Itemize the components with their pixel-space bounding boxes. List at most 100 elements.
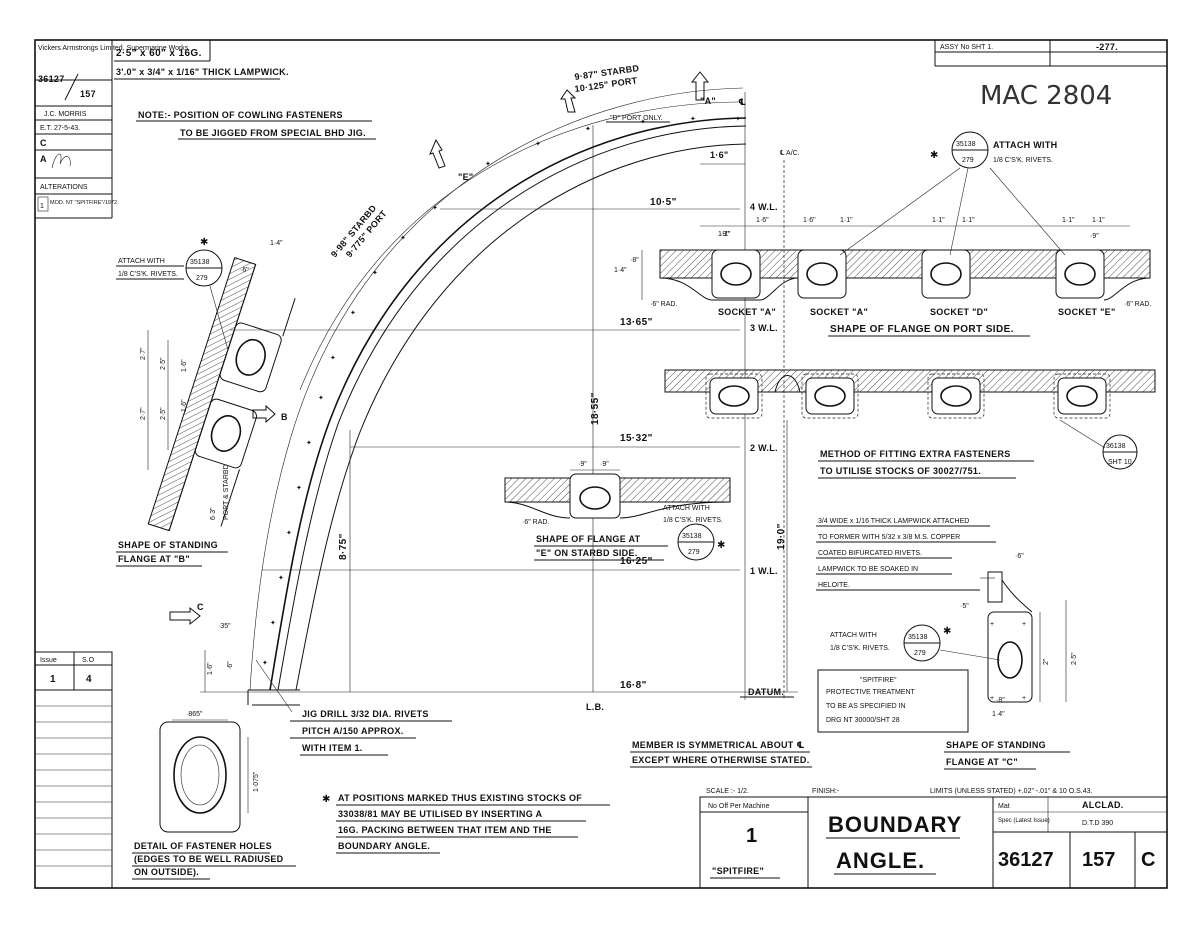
finish-label: FINISH:- [812, 788, 840, 795]
dim-1-4-c: 1·4" [992, 711, 1005, 718]
flange-c-caption-2: FLANGE AT "C" [946, 757, 1018, 767]
alterations-label: ALTERATIONS [40, 184, 88, 191]
svg-text:✦: ✦ [318, 394, 324, 402]
balloon-top-1: 35138 [956, 141, 976, 148]
assy-label: ASSY No SHT 1. [940, 44, 993, 51]
dim-15-32: 15·32" [620, 433, 653, 444]
port-flange-caption: SHAPE OF FLANGE ON PORT SIDE. [830, 324, 1014, 335]
dim-09-b: ·9" [1090, 233, 1099, 240]
port-flange-view: 1·1" 1·6" 1·6" 1·1" 1·1" 1·1" 1·1" 1·1" … [614, 217, 1151, 337]
dim-10-5: 10·5" [650, 197, 677, 208]
dim-35: ·35" [218, 623, 231, 630]
dim-2-7-b1: 2·7" [140, 347, 147, 360]
dim-1-6-lower: 1·6" [207, 662, 214, 675]
issue-label: Issue [40, 657, 57, 664]
dim-6rad-right: ·6" RAD. [1124, 301, 1151, 308]
drawn-by: J.C. MORRIS [44, 111, 87, 118]
socket-e-label: SOCKET "E" [1058, 307, 1116, 317]
balloon-bottom-1: 279 [962, 157, 974, 164]
cowling-note-1: NOTE:- POSITION OF COWLING FASTENERS [138, 110, 343, 120]
svg-text:✱: ✱ [322, 794, 331, 805]
svg-text:✱: ✱ [200, 237, 209, 248]
dim-09-e2: ·9" [600, 461, 609, 468]
svg-text:✱: ✱ [717, 540, 726, 551]
dim-1-1-c: 1·1" [932, 217, 945, 224]
jig-note-3: WITH ITEM 1. [302, 743, 363, 753]
flange-c-view: + + + + ·6" ·5" 2" 2·5" ·8" 1·4" ATTACH … [830, 553, 1078, 770]
d-port-only: "D" PORT ONLY. [610, 115, 663, 122]
dim-19-0: 19·0" [776, 523, 787, 550]
svg-text:✦: ✦ [306, 439, 312, 447]
jig-note-1: JIG DRILL 3/32 DIA. RIVETS [302, 709, 429, 719]
cowling-note: NOTE:- POSITION OF COWLING FASTENERS TO … [136, 110, 376, 140]
top-right-header: ASSY No SHT 1. -277. MAC 2804 [934, 40, 1167, 111]
stocks-note-3: 16G. PACKING BETWEEN THAT ITEM AND THE [338, 825, 552, 835]
section-arrow-c [169, 606, 201, 626]
machine-name: "SPITFIRE" [712, 866, 764, 876]
dim-1-4-b: 1·4" [270, 240, 283, 247]
dim-16-25: 16·25" [620, 556, 653, 567]
title-block: SCALE :- 1/2. FINISH:- LIMITS (UNLESS ST… [699, 788, 1168, 889]
flange-b-caption-1: SHAPE OF STANDING [118, 540, 218, 550]
top-right-number: -277. [1096, 42, 1118, 52]
port-starbd-label: PORT & STARBD [223, 464, 230, 520]
symmetrical-note: MEMBER IS SYMMETRICAL ABOUT ℄ EXCEPT WHE… [630, 740, 812, 768]
dim-1-1-d: 1·1" [962, 217, 975, 224]
svg-text:+: + [990, 695, 994, 702]
issue-letter: C [1141, 849, 1155, 871]
dim-1-1-e: 1·1" [1062, 217, 1075, 224]
prot-note-1: "SPITFIRE" [860, 677, 897, 684]
symmetrical-note-2: EXCEPT WHERE OTHERWISE STATED. [632, 755, 810, 765]
svg-text:✦: ✦ [585, 125, 591, 133]
dim-2-5-b1: 2·5" [160, 357, 167, 370]
waterline-1: 1 W.L. [750, 566, 778, 576]
svg-text:✦: ✦ [350, 309, 356, 317]
issue-table: Issue S.O 1 4 [34, 651, 113, 889]
issue-value: 1 [50, 674, 56, 685]
company-name: Vickers Armstrongs Limited, Supermarine … [38, 45, 189, 52]
waterline-3: 3 W.L. [750, 323, 778, 333]
dim-2-7-b2: 2·7" [140, 407, 147, 420]
section-arrow-d [560, 89, 577, 113]
stocks-note-1: AT POSITIONS MARKED THUS EXISTING STOCKS… [338, 793, 582, 803]
balloon-top-b: 35138 [190, 259, 210, 266]
svg-text:✦: ✦ [735, 115, 741, 123]
boundary-angle-curve: ✦ ✦ ✦ ✦ ✦ ✦ ✦ ✦ ✦ ✦ ✦ ✦ ✦ ✦ ✦ ✦ ✦ ✦ [247, 87, 747, 706]
dim-08-c: ·8" [996, 697, 1005, 704]
svg-text:+: + [1022, 695, 1026, 702]
dim-18-55: 18·55" [590, 392, 601, 425]
method-note-1: METHOD OF FITTING EXTRA FASTENERS [820, 449, 1011, 459]
svg-text:✦: ✦ [296, 484, 302, 492]
holes-note-1: DETAIL OF FASTENER HOLES [134, 841, 272, 851]
rivet-text-b: 1/8 C'S'K. RIVETS. [118, 271, 178, 278]
socket-d-label: SOCKET "D" [930, 307, 988, 317]
flange-b-view: 1·4" ·6" 2·7" 2·7" 2·5" 2·5" 1·6" 1·6" 6… [116, 237, 296, 567]
balloon-bottom-c: 279 [914, 650, 926, 657]
mat-value: ALCLAD. [1082, 800, 1124, 810]
dim-8-75: 8·75" [338, 533, 349, 560]
dim-06-b: ·6" [240, 267, 249, 274]
dim-1-4-port: 1·4" [614, 267, 627, 274]
lampwick-note: 3/4 WIDE x 1/16 THICK LAMPWICK ATTACHED … [816, 518, 996, 591]
stocks-note-4: BOUNDARY ANGLE. [338, 841, 430, 851]
method-note-2: TO UTILISE STOCKS OF 30027/751. [820, 466, 981, 476]
dim-2-c: 2" [1043, 658, 1050, 665]
balloon-bottom-e: 279 [688, 549, 700, 556]
rivet-text-c: 1/8 C'S'K. RIVETS. [830, 645, 890, 652]
svg-text:✦: ✦ [485, 160, 491, 168]
spec-label: Spec (Latest Issue) [998, 818, 1050, 824]
drawn-date: E.T. 27-5-43. [40, 125, 80, 132]
section-arrow-a [690, 71, 710, 101]
symmetrical-note-1: MEMBER IS SYMMETRICAL ABOUT ℄ [632, 740, 805, 750]
svg-text:✦: ✦ [372, 269, 378, 277]
left-title-strip: Vickers Armstrongs Limited, Supermarine … [35, 45, 189, 212]
dim-09-e1: ·9" [578, 461, 587, 468]
sheet-number-small: 157 [80, 89, 96, 99]
approval-signature [51, 153, 71, 169]
rivet-markers: ✦ ✦ ✦ ✦ ✦ ✦ ✦ ✦ ✦ ✦ ✦ ✦ ✦ ✦ ✦ ✦ ✦ ✦ [262, 115, 741, 667]
svg-text:+: + [1022, 621, 1026, 628]
sheet-number: 157 [1082, 849, 1115, 871]
label-e: "E" [458, 172, 473, 182]
drawing-border [34, 39, 1168, 889]
